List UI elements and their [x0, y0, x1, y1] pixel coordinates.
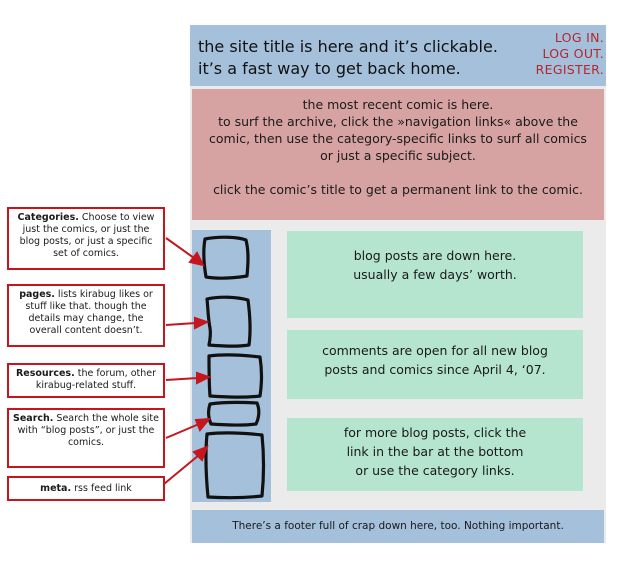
comic-text-line-5: click the comic’s title to get a permane… [213, 182, 583, 197]
post-3-line-2: link in the bar at the bottom [346, 444, 524, 459]
callout-resources: Resources. the forum, other kirabug-rela… [7, 363, 165, 398]
callout-search: Search. Search the whole site with “blog… [7, 408, 165, 468]
callout-search-title: Search. [13, 413, 54, 424]
post-3-line-1: for more blog posts, click the [343, 425, 527, 440]
blog-post-1: blog posts are down here. usually a few … [287, 231, 583, 318]
comic-text-line-1: the most recent comic is here. [302, 97, 494, 112]
post-1-line-1: blog posts are down here. [353, 248, 517, 263]
callout-categories: Categories. Choose to view just the comi… [7, 207, 165, 270]
post-2-line-1: comments are open for all new blog [322, 343, 548, 358]
comic-text-line-4: or just a specific subject. [320, 148, 476, 163]
site-title-link[interactable]: the site title is here and it’s clickabl… [198, 36, 518, 80]
site-footer: There’s a footer full of crap down here,… [192, 510, 604, 543]
footer-text: There’s a footer full of crap down here,… [232, 520, 564, 532]
callout-categories-title: Categories. [17, 212, 79, 223]
site-title-line-2: it’s a fast way to get back home. [198, 59, 461, 78]
register-link[interactable]: REGISTER. [535, 62, 604, 77]
login-link[interactable]: LOG IN. [554, 30, 604, 45]
callout-meta: meta. rss feed link [7, 476, 165, 501]
callout-resources-text: the forum, other kirabug-related stuff. [35, 368, 157, 391]
callout-pages-text: lists kirabug likes or stuff like that. … [25, 289, 153, 336]
callout-meta-title: meta. [40, 483, 72, 494]
post-3-line-3: or use the category links. [355, 463, 515, 478]
site-header [190, 25, 606, 86]
callout-meta-text: rss feed link [71, 483, 132, 494]
callout-pages: pages. lists kirabug likes or stuff like… [7, 284, 165, 347]
comic-text-line-3: comic, then use the category-specific li… [209, 131, 587, 146]
callout-search-text: Search the whole site with “blog posts”,… [17, 413, 159, 448]
sidebar [192, 230, 271, 502]
callout-pages-title: pages. [19, 289, 55, 300]
comic-area: the most recent comic is here. to surf t… [192, 89, 604, 220]
post-2-line-2: posts and comics since April 4, ‘07. [324, 362, 546, 377]
auth-links: LOG IN. LOG OUT. REGISTER. [522, 30, 604, 78]
blog-post-2: comments are open for all new blog posts… [287, 330, 583, 399]
post-1-line-2: usually a few days’ worth. [353, 267, 517, 282]
logout-link[interactable]: LOG OUT. [542, 46, 604, 61]
callout-resources-title: Resources. [15, 368, 75, 379]
callout-categories-text: Choose to view just the comics, or just … [19, 212, 155, 259]
site-title-line-1: the site title is here and it’s clickabl… [198, 37, 498, 56]
comic-text-line-2: to surf the archive, click the »navigati… [218, 114, 578, 129]
blog-post-3: for more blog posts, click the link in t… [287, 418, 583, 491]
comic-gap [192, 164, 604, 181]
